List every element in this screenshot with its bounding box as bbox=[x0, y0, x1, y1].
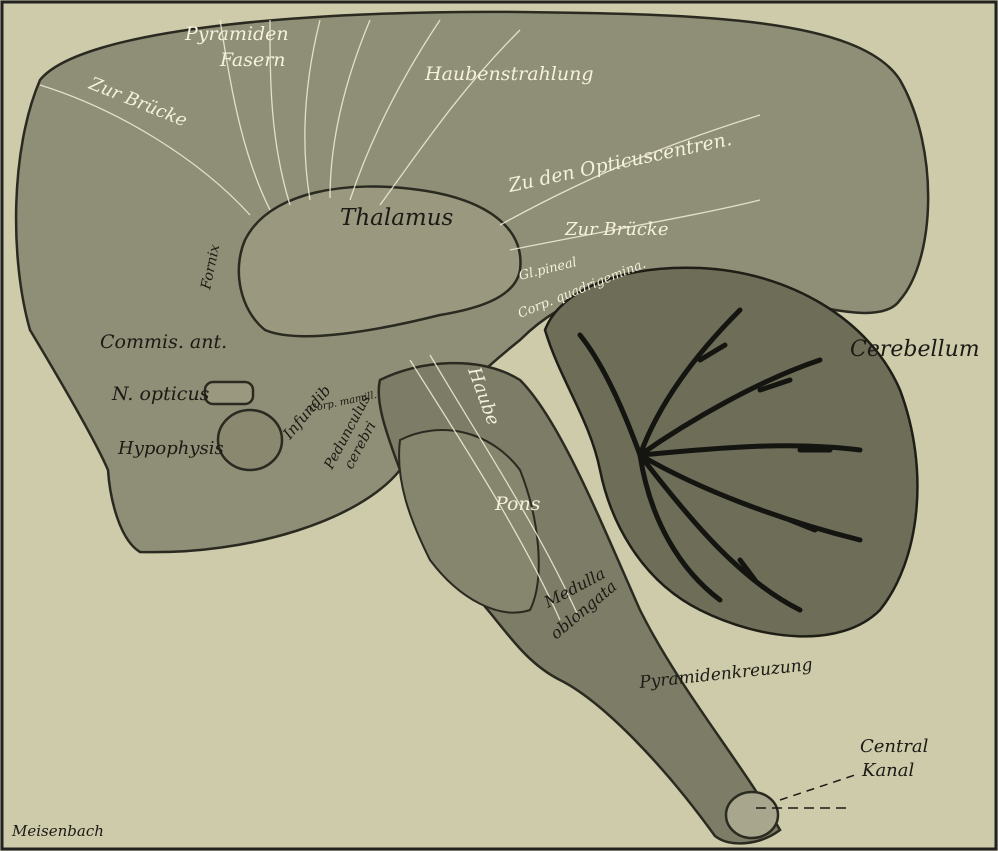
central-canal-crosssection bbox=[726, 792, 778, 838]
hypophysis-shape bbox=[218, 410, 282, 470]
optic-nerve-shape bbox=[205, 382, 253, 404]
label-fasern: Fasern bbox=[219, 49, 286, 71]
kanal-pointer-line bbox=[780, 775, 855, 800]
label-pons: Pons bbox=[494, 493, 541, 515]
label-haubenstrahlung: Haubenstrahlung bbox=[424, 63, 594, 85]
label-hypophysis: Hypophysis bbox=[117, 438, 224, 459]
label-central: Central bbox=[860, 736, 929, 757]
label-thalamus: Thalamus bbox=[340, 205, 454, 231]
artist-signature: Meisenbach bbox=[11, 822, 104, 840]
label-pyramiden: Pyramiden bbox=[184, 23, 289, 45]
label-n-opticus: N. opticus bbox=[111, 383, 210, 405]
label-cerebellum: Cerebellum bbox=[850, 337, 980, 362]
label-commis-ant: Commis. ant. bbox=[100, 331, 227, 353]
label-zur-bruecke-mid: Zur Brücke bbox=[564, 219, 669, 240]
label-kanal: Kanal bbox=[861, 760, 915, 781]
